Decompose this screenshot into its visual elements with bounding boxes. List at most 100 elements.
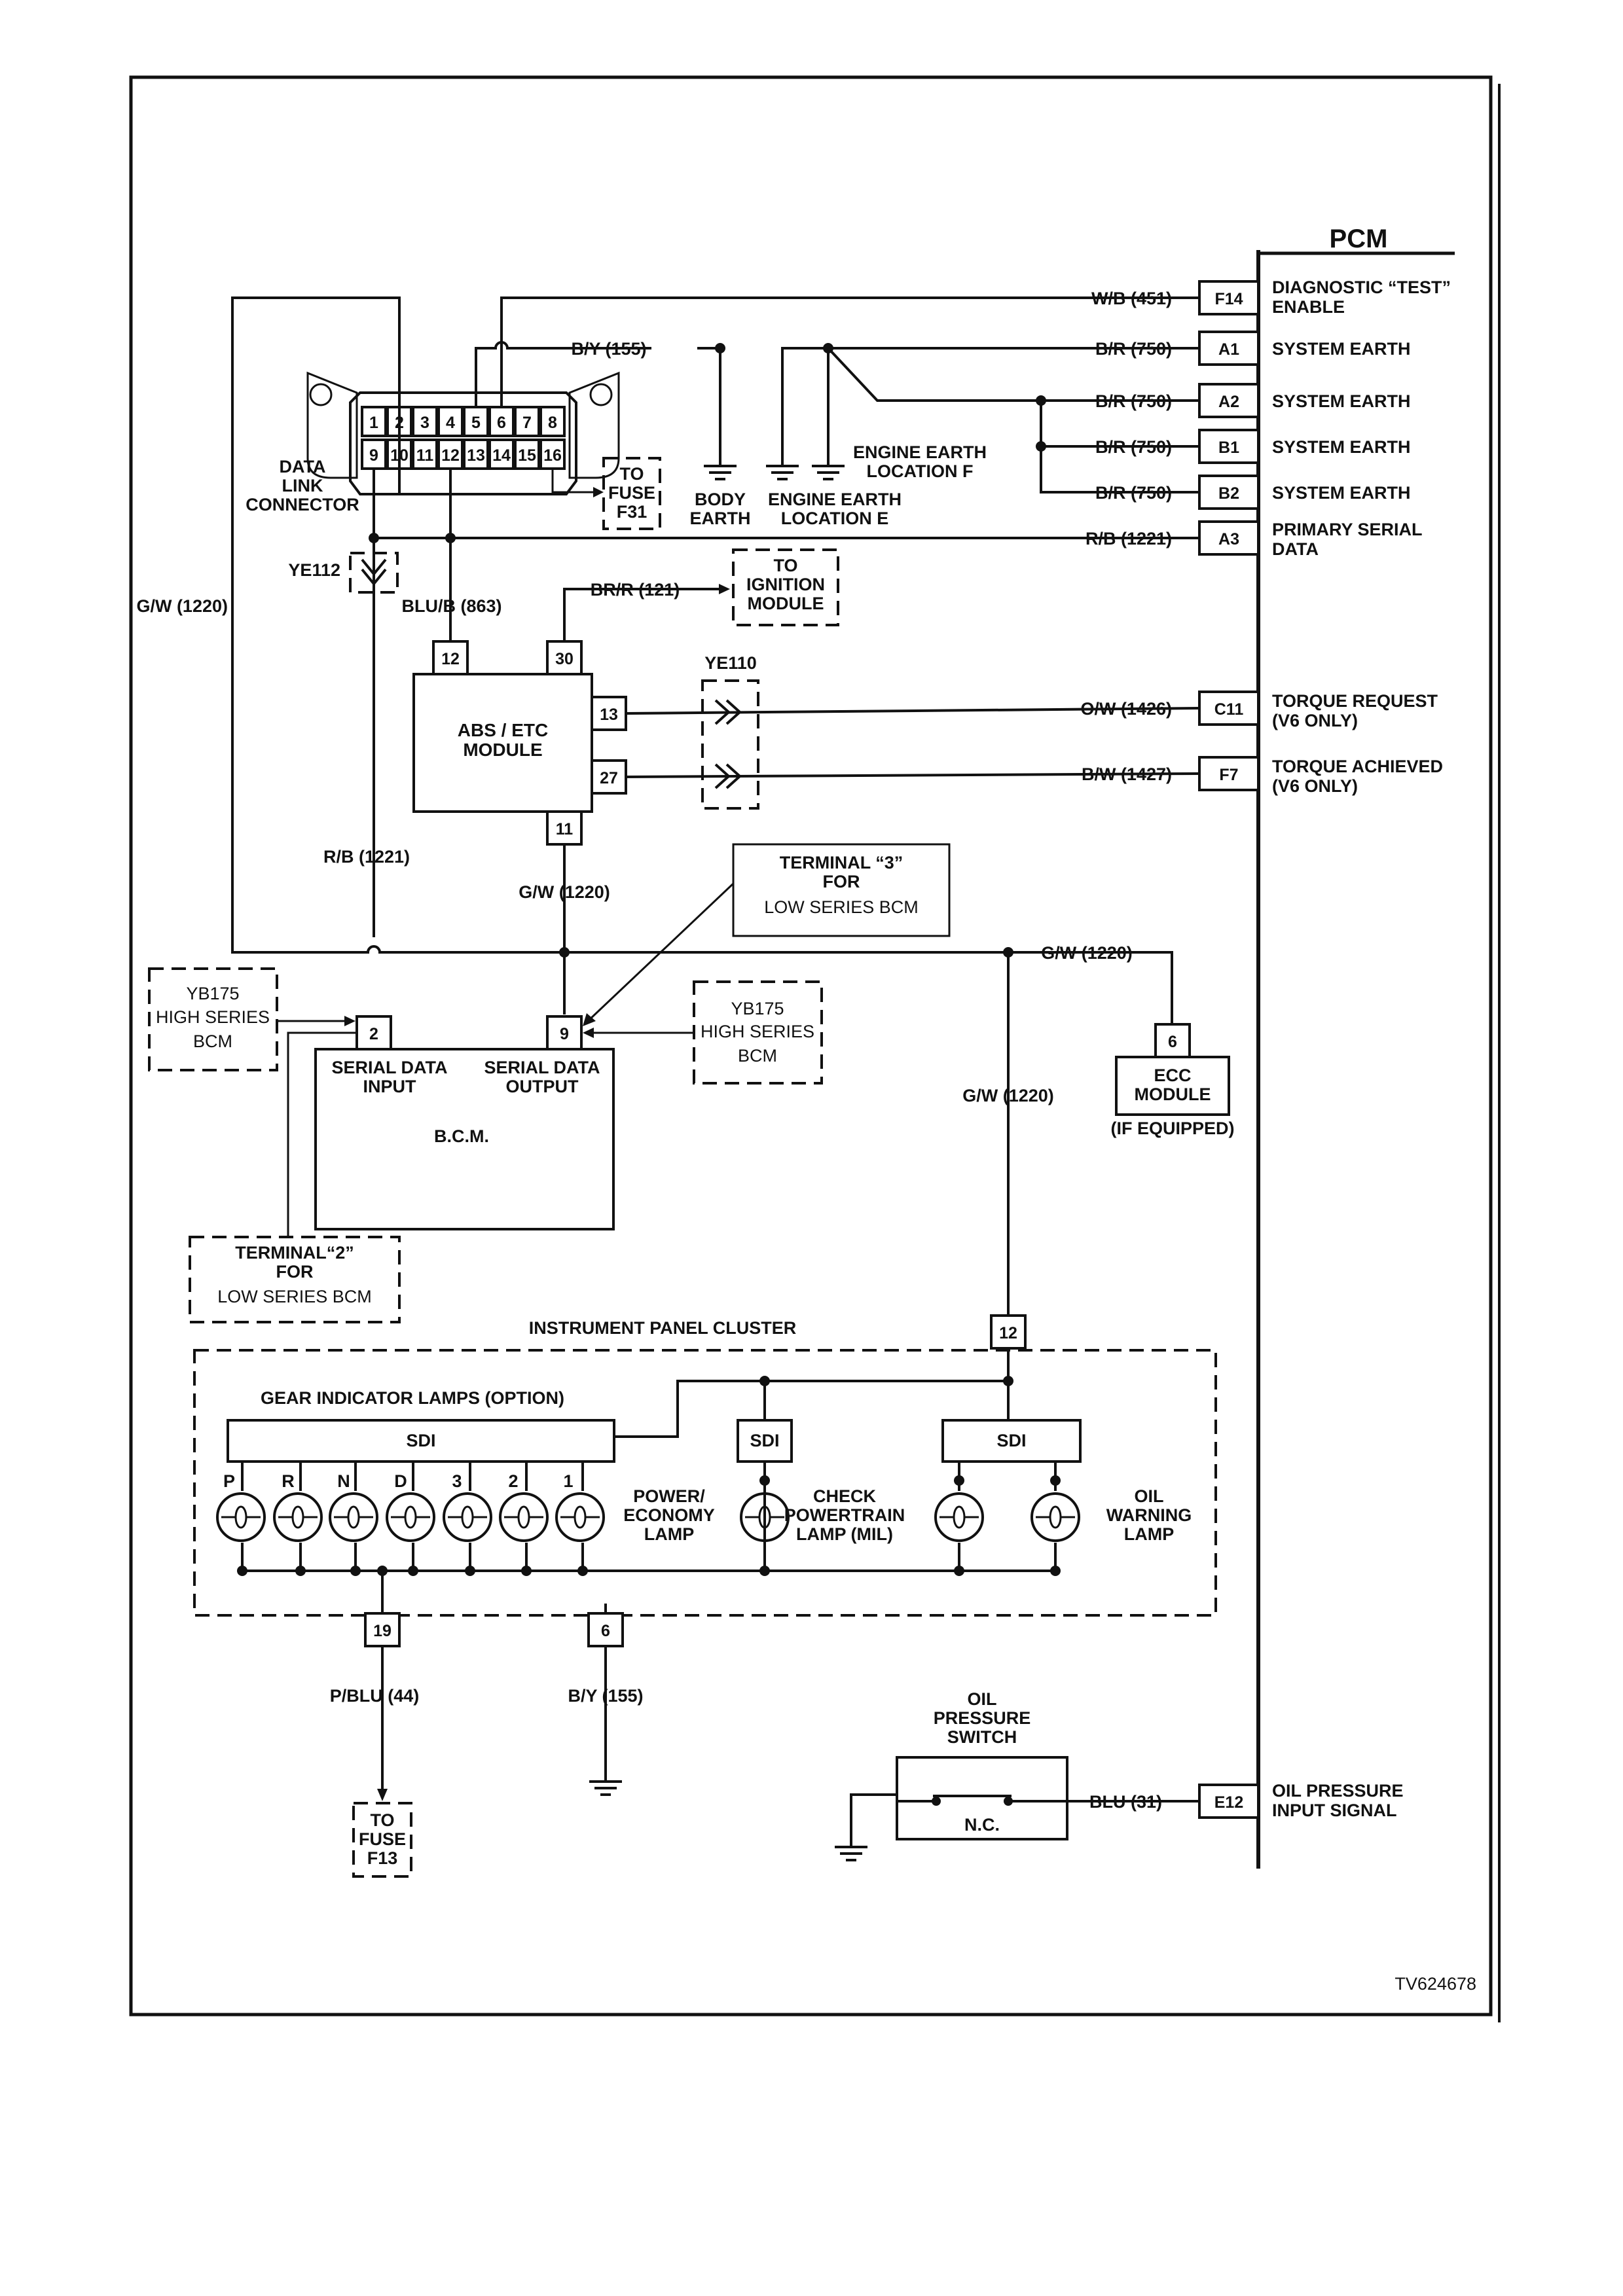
dlc-pin: 15 bbox=[518, 446, 536, 465]
terminal-2-text: TERMINAL“2” bbox=[235, 1243, 354, 1263]
abs-pin: 12 bbox=[441, 650, 460, 668]
oil-sdi-label: SDI bbox=[996, 1431, 1026, 1450]
ipc-pin-6: 6 bbox=[601, 1622, 610, 1640]
pcm-pin-e12: E12 OIL PRESSURE INPUT SIGNAL bbox=[1198, 1781, 1404, 1820]
check-lamp-label: POWERTRAIN bbox=[784, 1505, 905, 1525]
splice-dot bbox=[521, 1566, 532, 1576]
power-lamp-label: LAMP bbox=[644, 1524, 695, 1544]
dlc-pin: 8 bbox=[548, 414, 557, 432]
bcm-output-label: SERIAL DATA bbox=[484, 1058, 600, 1077]
dlc-pin: 3 bbox=[420, 414, 429, 432]
wire-gw1220-loop bbox=[231, 296, 1173, 1024]
ecc-title: MODULE bbox=[1135, 1085, 1211, 1104]
oil-switch-title: OIL bbox=[968, 1689, 997, 1709]
gear-sdi-box bbox=[227, 1419, 615, 1463]
pin-label: C11 bbox=[1214, 700, 1244, 719]
fuse-f13-box bbox=[352, 1802, 412, 1878]
arrow-head bbox=[344, 1016, 356, 1026]
gear-lamp-n bbox=[329, 1492, 378, 1542]
dlc-label: LINK bbox=[282, 476, 323, 495]
fuse-f13-label: F13 bbox=[367, 1848, 398, 1868]
fuse-f31-label: TO bbox=[619, 464, 644, 484]
fuse-f13-label: TO bbox=[370, 1810, 394, 1830]
splice-dot bbox=[715, 343, 725, 353]
yb175-right-text: YB175 bbox=[731, 999, 784, 1018]
pin-desc: (V6 ONLY) bbox=[1272, 711, 1358, 730]
abs-pin: 13 bbox=[600, 706, 618, 724]
pin-desc: DATA bbox=[1272, 539, 1319, 559]
terminal-3-text: TERMINAL “3” bbox=[780, 853, 903, 872]
wire-label-gw1220-ipc: G/W (1220) bbox=[962, 1086, 1054, 1105]
ye112-box bbox=[349, 552, 399, 594]
abs-pin: 11 bbox=[556, 820, 574, 838]
ye110-chevron bbox=[714, 699, 742, 725]
gear-label-p: P bbox=[223, 1471, 235, 1491]
gear-lamp-r bbox=[273, 1492, 323, 1542]
fuse-f31-label: F31 bbox=[617, 502, 647, 522]
pin-desc: SYSTEM EARTH bbox=[1272, 339, 1411, 359]
body-earth-label: EARTH bbox=[690, 509, 751, 528]
pin16-to-fuse-wire bbox=[551, 469, 599, 493]
ipc-box bbox=[193, 1349, 1217, 1617]
engine-earth-e-label: ENGINE EARTH bbox=[768, 490, 902, 509]
splice-dot bbox=[408, 1566, 418, 1576]
pin-label: B1 bbox=[1218, 439, 1239, 457]
engine-earth-f-label: LOCATION F bbox=[867, 461, 974, 481]
dlc-label: DATA bbox=[280, 457, 326, 476]
ecc-title: ECC bbox=[1154, 1066, 1191, 1085]
pin-desc: OIL PRESSURE bbox=[1272, 1781, 1404, 1801]
bcm-input-label: SERIAL DATA bbox=[331, 1058, 447, 1077]
mil-sdi-box bbox=[737, 1419, 793, 1463]
pcm-pin-b1: B1 SYSTEM EARTH bbox=[1198, 429, 1411, 464]
dlc-pin-row-top: 1 2 3 4 5 6 7 8 bbox=[361, 406, 566, 437]
ye112-chevron bbox=[361, 558, 387, 577]
dlc-label: CONNECTOR bbox=[246, 495, 359, 514]
bcm-output-label: OUTPUT bbox=[506, 1077, 579, 1096]
pin-label: A3 bbox=[1218, 530, 1239, 548]
pcm-pin-f14: F14 DIAGNOSTIC “TEST” ENABLE bbox=[1198, 278, 1451, 317]
pin-label: F7 bbox=[1219, 766, 1238, 784]
earth-b-wire bbox=[1040, 401, 1199, 493]
terminal-2-pointer bbox=[287, 1031, 357, 1237]
pin-desc: DIAGNOSTIC “TEST” bbox=[1272, 278, 1451, 297]
arrow-head bbox=[719, 584, 730, 594]
oil-lamp-label: LAMP bbox=[1124, 1524, 1175, 1544]
wire-f14 bbox=[500, 296, 1199, 407]
splice-dot bbox=[759, 1376, 770, 1386]
pin-label: E12 bbox=[1214, 1793, 1243, 1812]
ecc-note: (IF EQUIPPED) bbox=[1110, 1119, 1234, 1138]
earth-a2-wire bbox=[827, 347, 1199, 402]
oil-warning-lamp bbox=[1030, 1492, 1080, 1542]
oil-switch-title: SWITCH bbox=[947, 1727, 1017, 1747]
gear-lamp-3 bbox=[443, 1492, 492, 1542]
fuse-f31-box bbox=[602, 457, 661, 530]
abs-title: ABS / ETC bbox=[458, 720, 548, 740]
yb175-left-box bbox=[148, 967, 278, 1071]
engine-earth-e-symbol bbox=[766, 465, 799, 480]
ye112-label: YE112 bbox=[288, 560, 340, 580]
wire-label-pblu44: P/BLU (44) bbox=[330, 1686, 420, 1706]
wire-brr121 bbox=[563, 588, 720, 641]
pin-desc: SYSTEM EARTH bbox=[1272, 483, 1411, 503]
pcm-pin-a2: A2 SYSTEM EARTH bbox=[1198, 383, 1411, 418]
wire-bw1427 bbox=[625, 772, 1200, 778]
wire-by155-dlc bbox=[475, 341, 651, 407]
ignition-label: IGNITION bbox=[746, 575, 825, 594]
splice-dot bbox=[1003, 1376, 1013, 1386]
splice-dot bbox=[759, 1566, 770, 1576]
dlc-pin: 12 bbox=[441, 446, 460, 465]
dlc-pin: 16 bbox=[543, 446, 562, 465]
splice-dot bbox=[1036, 441, 1046, 452]
pcm-pin-b2: B2 SYSTEM EARTH bbox=[1198, 475, 1411, 510]
fuse-f31-label: FUSE bbox=[608, 483, 655, 503]
ipc-pin-19: 19 bbox=[373, 1622, 392, 1640]
body-earth-symbol bbox=[704, 465, 737, 480]
oil-lamp-label: OIL bbox=[1135, 1486, 1164, 1506]
pcm-pin-f7: F7 TORQUE ACHIEVED (V6 ONLY) bbox=[1198, 756, 1443, 796]
wire-label-gw1220-abs: G/W (1220) bbox=[519, 882, 610, 902]
gear-label-n: N bbox=[337, 1471, 350, 1491]
terminal-2-text: FOR bbox=[276, 1262, 314, 1282]
splice-dot bbox=[350, 1566, 361, 1576]
oil-sdi-box bbox=[941, 1419, 1082, 1463]
splice-dot bbox=[237, 1566, 247, 1576]
